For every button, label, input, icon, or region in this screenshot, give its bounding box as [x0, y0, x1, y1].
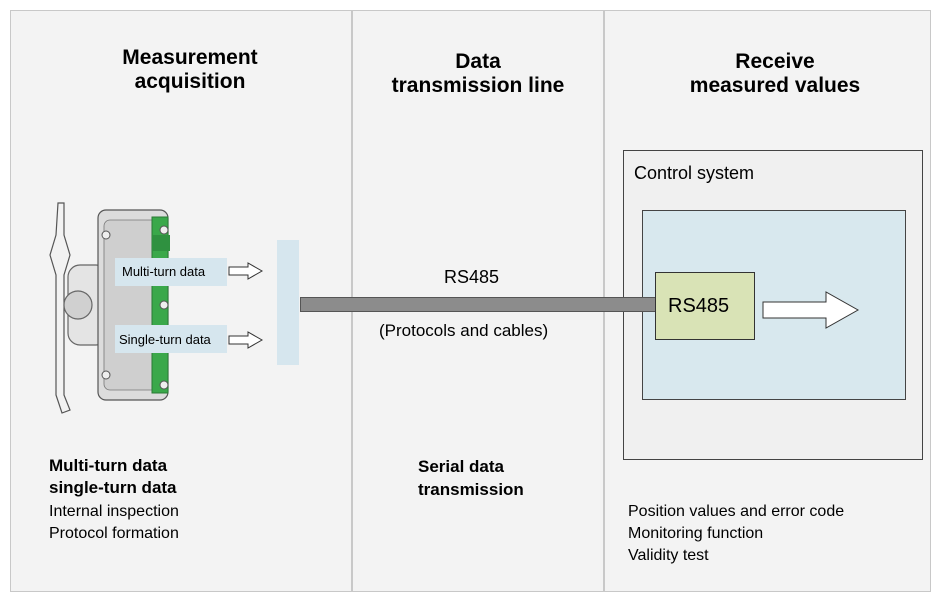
shaft: [63, 290, 93, 320]
acquisition-summary-bold-1: Multi-turn data: [49, 456, 168, 475]
multi-turn-label: Multi-turn data: [122, 264, 206, 279]
acquisition-heading-line1: Measurement: [122, 46, 258, 69]
acquisition-summary-line-1: Internal inspection: [49, 503, 179, 520]
receive-heading-line2: measured values: [689, 74, 861, 97]
multi-turn-arrow-icon: [228, 262, 264, 280]
acquisition-heading: Measurement acquisition: [70, 46, 310, 94]
single-turn-label-panel: [115, 325, 227, 353]
single-turn-arrow-icon: [228, 331, 264, 349]
acquisition-heading-line2: acquisition: [134, 70, 246, 93]
interface-panel: [277, 240, 299, 365]
receive-summary-line-2: Monitoring function: [628, 525, 764, 542]
receive-summary-line-1: Position values and error code: [628, 503, 845, 520]
transmission-heading-line2: transmission line: [391, 74, 565, 97]
transmission-heading: Data transmission line: [352, 50, 604, 98]
transmission-summary-bold-1: Serial data: [418, 457, 504, 476]
receive-summary-line-3: Validity test: [628, 547, 709, 564]
single-turn-label: Single-turn data: [119, 332, 211, 347]
acquisition-summary-line-2: Protocol formation: [49, 525, 179, 542]
acquisition-summary-bold-2: single-turn data: [49, 478, 177, 497]
output-arrow-icon: [762, 291, 860, 329]
cable-sublabel: (Protocols and cables): [379, 321, 549, 340]
multi-turn-label-panel: [115, 258, 227, 286]
receive-heading: Receive measured values: [650, 50, 900, 98]
receive-heading-line1: Receive: [735, 50, 815, 73]
cable-label: RS485: [444, 267, 500, 287]
encoder-illustration: [49, 202, 170, 414]
rs485-receiver-box: [655, 272, 755, 340]
control-system-label: Control system: [634, 163, 755, 183]
transmission-heading-line1: Data: [455, 50, 501, 73]
mounting-bracket: [49, 202, 71, 414]
rs485-receiver-label: RS485: [668, 295, 730, 317]
rs485-cable: [300, 297, 657, 312]
transmission-summary-bold-2: transmission: [418, 480, 524, 499]
